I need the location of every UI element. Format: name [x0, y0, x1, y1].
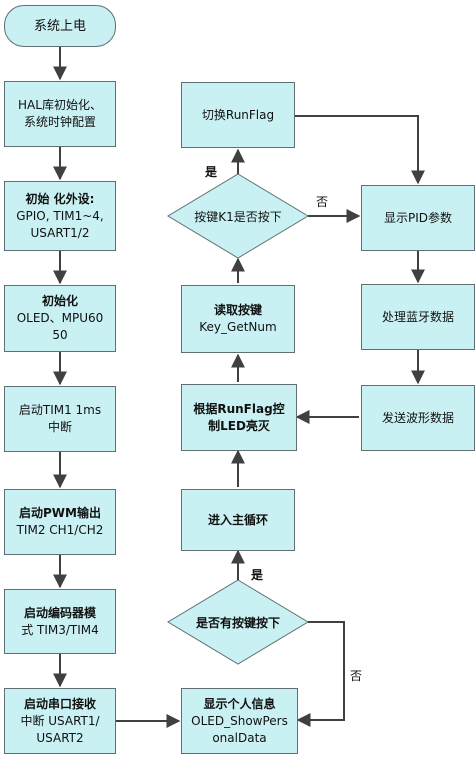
node-oled-init-line2: OLED、MPU60 [16, 311, 104, 325]
node-periph-init-line3: USART1/2 [30, 225, 90, 240]
node-read-key-line2: Key_GetNum [199, 320, 277, 334]
node-periph-init-line2: GPIO, TIM1~4, [16, 208, 104, 223]
node-led-control: 根据RunFlag控 制LED亮灭 [181, 384, 297, 451]
node-main-loop-label: 进入主循环 [207, 512, 268, 527]
node-encoder-start: 启动编码器模 式 TIM3/TIM4 [4, 589, 116, 654]
node-tim1-start: 启动TIM1 1ms 中断 [4, 386, 116, 452]
node-show-pid-label: 显示PID参数 [383, 210, 453, 225]
node-bluetooth: 处理蓝牙数据 [361, 284, 475, 350]
node-hal-init: HAL库初始化、 系统时钟配置 [4, 81, 116, 147]
node-pwm-start-line2: TIM2 CH1/CH2 [16, 523, 104, 537]
node-toggle-runflag-label: 切换RunFlag [201, 107, 275, 122]
node-uart-start-line2: 中断 USART1/ [20, 713, 100, 728]
edge-label-key1-yes: 是 [205, 165, 218, 179]
node-led-control-line1: 根据RunFlag控 [193, 401, 285, 416]
node-pwm-start-line1: 启动PWM输出 [19, 506, 101, 520]
node-tim1-start-line2: 中断 [47, 420, 72, 434]
node-waveform: 发送波形数据 [361, 385, 475, 451]
node-encoder-start-line2: 式 TIM3/TIM4 [21, 622, 99, 637]
edge-label-keyany-yes: 是 [251, 568, 264, 582]
node-main-loop: 进入主循环 [181, 489, 295, 551]
node-uart-start: 启动串口接收 中断 USART1/ USART2 [4, 688, 116, 754]
node-show-info: 显示个人信息 OLED_ShowPers onalData [181, 688, 298, 754]
node-encoder-start-line1: 启动编码器模 [23, 605, 96, 620]
decision-key-any-shape [167, 579, 309, 665]
node-tim1-start-line1: 启动TIM1 1ms [18, 403, 102, 417]
edge-label-key1-no: 否 [316, 195, 329, 209]
node-power-on-label: 系统上电 [33, 18, 86, 34]
decision-key1-label: 按键K1是否按下 [194, 210, 282, 224]
node-show-pid: 显示PID参数 [361, 185, 475, 251]
arrow-toggle-showpid [295, 115, 425, 185]
node-hal-init-line2: 系统时钟配置 [23, 115, 96, 129]
node-uart-start-line3: USART2 [36, 730, 84, 745]
node-toggle-runflag: 切换RunFlag [181, 82, 295, 148]
node-oled-init-line1: 初始化 [41, 294, 78, 308]
decision-key-any-label: 是否有按键按下 [195, 616, 280, 630]
node-uart-start-line1: 启动串口接收 [23, 696, 96, 711]
node-show-info-line3: onalData [212, 730, 267, 745]
node-read-key-line1: 读取按键 [213, 303, 262, 317]
node-power-on: 系统上电 [4, 5, 116, 47]
node-oled-init-line3: 50 [52, 328, 68, 342]
node-periph-init: 初始 化外设: GPIO, TIM1~4, USART1/2 [4, 181, 116, 251]
node-periph-init-line1: 初始 化外设: [25, 191, 95, 206]
node-show-info-line1: 显示个人信息 [203, 696, 276, 711]
node-led-control-line2: 制LED亮灭 [208, 418, 270, 433]
node-read-key: 读取按键 Key_GetNum [181, 285, 295, 353]
node-hal-init-line1: HAL库初始化、 [18, 98, 102, 112]
arrow-keyany-no [296, 621, 345, 727]
node-bluetooth-label: 处理蓝牙数据 [381, 309, 454, 324]
node-show-info-line2: OLED_ShowPers [191, 713, 288, 728]
node-oled-init: 初始化 OLED、MPU60 50 [4, 285, 116, 352]
node-waveform-label: 发送波形数据 [381, 410, 454, 425]
edge-label-keyany-no: 否 [350, 669, 363, 683]
node-pwm-start: 启动PWM输出 TIM2 CH1/CH2 [4, 489, 116, 555]
